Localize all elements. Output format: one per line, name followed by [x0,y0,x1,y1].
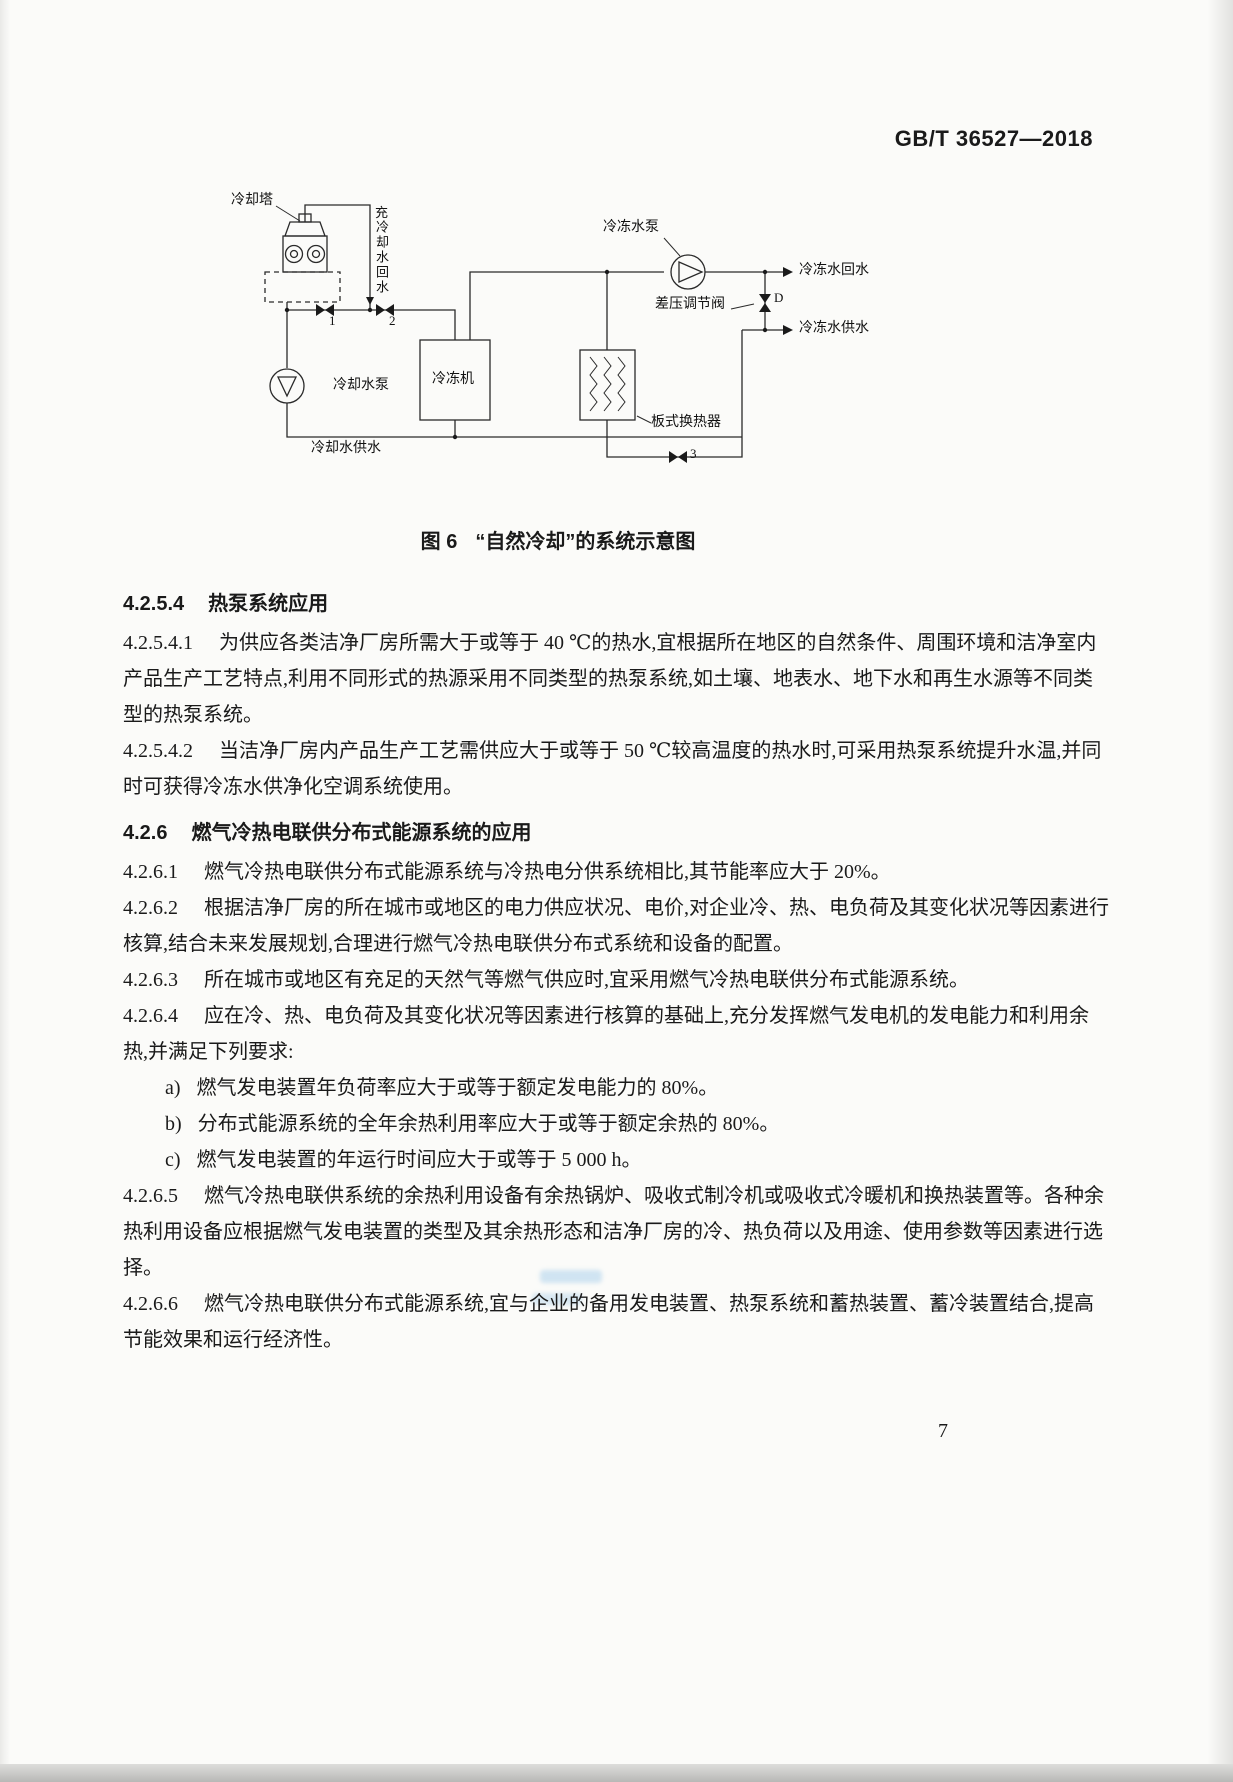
valve-2-label: 2 [389,313,396,328]
clause-text: 为供应各类洁净厂房所需大于或等于 40 ℃的热水,宜根据所在地区的自然条件、周围… [123,632,1097,726]
clause-text: 根据洁净厂房的所在城市或地区的电力供应状况、电价,对企业冷、热、电负荷及其变化状… [123,897,1109,955]
tower-basin-symbol [264,271,341,303]
clause-number: 4.2.6.3 [123,969,178,991]
chilled-water-return-label: 冷冻水回水 [799,263,869,278]
valve-d-symbol [759,294,771,312]
valve-2-symbol [376,304,394,316]
clause-number: 4.2.6 [123,822,168,844]
flow-arrows [366,267,793,335]
plate-heat-exchanger-box [579,349,636,421]
list-text: 燃气发电装置的年运行时间应大于或等于 5 000 h。 [196,1149,642,1171]
chiller-box [419,339,491,421]
list-text: 燃气发电装置年负荷率应大于或等于额定发电能力的 80%。 [196,1077,719,1099]
figure-title: “自然冷却”的系统示意图 [475,531,696,553]
cooling-water-pump-symbol [269,368,305,404]
cooling-tower-label: 冷却塔 [231,193,273,208]
figure-caption: 图 6 “自然冷却”的系统示意图 [123,524,993,560]
scan-edge-bottom [0,1764,1233,1782]
cooling-water-supply-label: 冷却水供水 [311,441,381,456]
list-marker: a) [165,1077,181,1099]
clause-number: 4.2.6.1 [123,861,178,883]
plate-heat-exchanger-label: 板式换热器 [651,415,721,430]
leader-lines [275,205,755,424]
clause-number: 4.2.5.4.1 [123,632,193,654]
clause-heading: 4.2.5.4 热泵系统应用 [123,586,1111,622]
list-marker: c) [165,1149,181,1171]
clause-text: 燃气冷热电联供分布式能源系统与冷热电分供系统相比,其节能率应大于 20%。 [204,861,891,883]
scan-edge-left [0,0,10,1782]
clause-number: 4.2.5.4.2 [123,740,193,762]
system-diagram-svg [264,204,793,463]
clause-text: 应在冷、热、电负荷及其变化状况等因素进行核算的基础上,充分发挥燃气发电机的发电能… [123,1005,1089,1063]
chilled-water-pump-label: 冷冻水泵 [603,220,659,235]
clause-number: 4.2.6.4 [123,1005,178,1027]
watermark-artifact [540,1270,602,1283]
figure-number: 图 6 [420,531,458,553]
clause-number: 4.2.6.2 [123,897,178,919]
valves [316,294,771,463]
standard-code-header: GB/T 36527—2018 [894,126,1093,151]
watermark-artifact [532,1293,582,1305]
clause-title: 燃气冷热电联供分布式能源系统的应用 [191,822,532,844]
chiller-label: 冷冻机 [432,372,474,387]
clause-paragraph: 4.2.6.1 燃气冷热电联供分布式能源系统与冷热电分供系统相比,其节能率应大于 … [123,854,1111,890]
pressure-valve-label: 差压调节阀 [655,297,725,312]
clause-text: 所在城市或地区有充足的天然气等燃气供应时,宜采用燃气冷热电联供分布式能源系统。 [204,969,969,991]
cooling-tower-symbol [282,213,328,273]
valve-3-label: 3 [690,446,697,461]
clause-paragraph: 4.2.6.3 所在城市或地区有充足的天然气等燃气供应时,宜采用燃气冷热电联供分布… [123,962,1111,998]
clause-heading: 4.2.6 燃气冷热电联供分布式能源系统的应用 [123,815,1111,851]
page-number: 7 [938,1420,948,1442]
figure-6-diagram: 冷却塔 充 冷却水回水 冷冻水泵 冷冻水回水 差压调节阀 冷冻水供水 冷却水泵 … [213,190,893,510]
valve-1-label: 1 [329,313,336,328]
clause-number: 4.2.6.6 [123,1293,178,1315]
chilled-water-pump-symbol [670,254,706,290]
clause-number: 4.2.5.4 [123,593,185,615]
list-text: 分布式能源系统的全年余热利用率应大于或等于额定余热的 80%。 [197,1113,780,1135]
list-item: b) 分布式能源系统的全年余热利用率应大于或等于额定余热的 80%。 [123,1106,1111,1142]
junction-dots [284,269,768,440]
clause-text: 燃气冷热电联供系统的余热利用设备有余热锅炉、吸收式制冷机或吸收式冷暖机和换热装置… [123,1185,1104,1279]
clause-title: 热泵系统应用 [208,593,329,615]
page-content: 冷却塔 充 冷却水回水 冷冻水泵 冷冻水回水 差压调节阀 冷冻水供水 冷却水泵 … [123,190,1111,1358]
list-item: a) 燃气发电装置年负荷率应大于或等于额定发电能力的 80%。 [123,1070,1111,1106]
list-marker: b) [165,1113,182,1135]
scan-edge-right [1207,0,1233,1782]
makeup-label: 充 [375,205,389,220]
valve-3-symbol [669,451,687,463]
list-item: c) 燃气发电装置的年运行时间应大于或等于 5 000 h。 [123,1142,1111,1178]
valve-d-label: D [774,290,784,305]
cooling-water-return-label: 冷却水回水 [374,220,389,295]
cooling-water-pump-label: 冷却水泵 [333,378,389,393]
valve-1-symbol [316,304,334,316]
chilled-water-supply-label: 冷冻水供水 [799,321,869,336]
clause-text: 当洁净厂房内产品生产工艺需供应大于或等于 50 ℃较高温度的热水时,可采用热泵系… [123,740,1102,798]
clause-number: 4.2.6.5 [123,1185,178,1207]
clause-text: 燃气冷热电联供分布式能源系统,宜与企业的备用发电装置、热泵系统和蓄热装置、蓄冷装… [123,1293,1094,1351]
